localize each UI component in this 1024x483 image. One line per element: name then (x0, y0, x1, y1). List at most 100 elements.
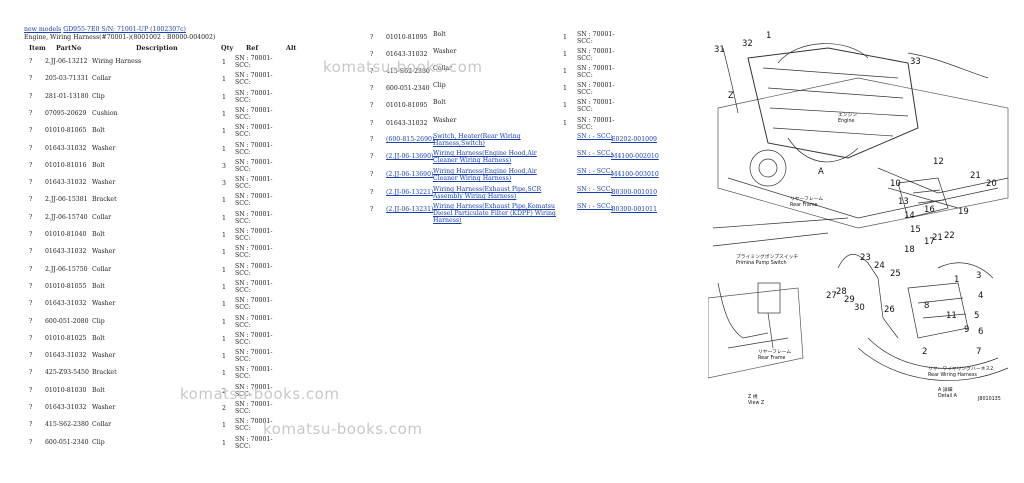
partno-cell[interactable]: (600-815-2690) (386, 136, 435, 143)
diagram-callout: 5 (974, 311, 979, 321)
qty-cell: 1 (222, 422, 226, 430)
alt-cell[interactable]: E0202-001009 (611, 136, 657, 143)
diagram-callout: 20 (986, 179, 997, 189)
ref-cell: SN : 70001-SCC: (235, 435, 273, 450)
partno-cell: 600-051-2340 (45, 438, 89, 446)
ref-cell[interactable]: SN : - SCC: (577, 186, 613, 193)
ref-cell: SN : 70001-SCC: (235, 193, 273, 208)
description-cell[interactable]: Wiring Harness(Engine Hood,Air Cleaner W… (433, 168, 537, 182)
diagram-callout: A (818, 167, 824, 177)
item-cell: ? (29, 265, 33, 273)
ref-cell: SN : 70001-SCC: (235, 418, 273, 433)
alt-cell[interactable]: B0300-001011 (611, 206, 658, 213)
table-row[interactable]: ?(2.JJ-06-13221)Wiring Harness(Exhaust P… (0, 186, 700, 203)
alt-cell[interactable]: M4100-002010 (611, 153, 659, 160)
partno-cell[interactable]: (2.JJ-06-13221) (386, 189, 434, 196)
breadcrumb: new models GD955-7E0 S/N: 71001-UP (1002… (24, 26, 186, 33)
breadcrumb-link-new-models[interactable]: new models (24, 26, 62, 33)
ref-cell: SN : 70001-SCC: (235, 262, 273, 277)
diagram-label: プライミングポンプスイッチ (736, 253, 798, 260)
item-cell: ? (29, 231, 33, 238)
ref-cell: SN : 70001-SCC: (235, 401, 273, 415)
diagram-callout: 1 (766, 31, 771, 41)
table-row[interactable]: ? (600-815-2690)Switch, Heater(Rear Wirin… (0, 133, 700, 150)
item-cell: ? (29, 300, 33, 308)
description-cell[interactable]: Wiring Harness(Exhaust Pipe,SCR Assembly… (433, 186, 542, 200)
table-row[interactable]: ? (2.JJ-06-13690)Wiring Harness(Engine Ho… (0, 168, 700, 185)
item-cell: ? (370, 34, 374, 41)
diagram-label: Detail A (938, 393, 958, 399)
ref-cell: SN : 70001-SCC: (235, 176, 273, 191)
diagram-label: リヤーフレーム (758, 349, 791, 355)
alt-cell[interactable]: M4100-003010 (611, 171, 659, 178)
partno-cell: 205-03-71331 (45, 75, 89, 83)
diagram-callout: 21 (970, 171, 981, 181)
diagram-callout: 33 (910, 57, 921, 67)
item-cell: ? (29, 58, 33, 65)
item-cell: ? (370, 171, 374, 178)
qty-cell: 1 (222, 232, 226, 239)
diagram-callout: Z (728, 91, 734, 101)
diagram-callout: 15 (910, 225, 921, 235)
item-cell: ? (29, 334, 33, 342)
item-cell: ? (29, 75, 33, 83)
description-cell: Collar (433, 65, 453, 72)
item-cell: ? (29, 213, 33, 221)
ref-cell: SN : 70001-SCC: (235, 331, 273, 346)
ref-cell: SN : 70001-SCC: (235, 141, 273, 156)
table-row[interactable]: ? (2.JJ-06-13690)Wiring Harness(Engine Ho… (0, 150, 700, 167)
ref-cell[interactable]: SN : - SCC: (577, 150, 613, 157)
diagram-callout: 13 (898, 197, 909, 207)
alt-cell[interactable]: B0300-001010 (611, 189, 658, 196)
item-cell: ? (29, 421, 33, 429)
breadcrumb-link-model[interactable]: GD955-7E0 S/N: 71001-UP (1002307c) (63, 26, 186, 33)
partno-cell: 01010-81030 (45, 386, 87, 394)
description-cell: Collar (92, 265, 112, 273)
item-cell: ? (29, 404, 33, 411)
qty-cell: 1 (222, 439, 226, 447)
qty-cell: 1 (222, 353, 226, 361)
ref-cell: SN : 70001-SCC: (235, 89, 273, 104)
table-row[interactable]: ? (2.JJ-06-13231)Wiring Harness(Exhaust P… (0, 203, 700, 224)
diagram-callout: 31 (714, 45, 725, 55)
description-cell[interactable]: Wiring Harness(Exhaust Pipe,Komatsu Dies… (433, 203, 556, 224)
watermark: komatsu-books.com (263, 420, 423, 438)
partno-cell[interactable]: (2.JJ-06-13690) (386, 153, 434, 160)
ref-cell: SN : 70001-SCC: (235, 106, 273, 121)
qty-cell: 1 (222, 214, 226, 222)
item-cell: ? (370, 136, 374, 143)
description-cell: Washer (92, 248, 116, 256)
description-cell[interactable]: Wiring Harness(Engine Hood,Air Cleaner W… (433, 150, 537, 164)
item-cell: ? (29, 179, 33, 187)
ref-cell: SN : 70001-SCC: (577, 31, 615, 45)
qty-cell: 1 (222, 370, 226, 378)
description-cell: Washer (433, 48, 457, 55)
ref-cell[interactable]: SN : - SCC: (577, 203, 613, 210)
ref-cell[interactable]: SN : - SCC: (577, 133, 613, 140)
partno-cell[interactable]: (2.JJ-06-13231) (386, 206, 434, 213)
partno-cell[interactable]: (2.JJ-06-13690) (386, 171, 434, 178)
diagram-callout: 29 (844, 295, 855, 305)
item-cell: ? (29, 386, 33, 394)
description-cell: Washer (92, 144, 116, 152)
description-cell[interactable]: Switch, Heater(Rear Wiring Harness,Switc… (433, 133, 521, 147)
item-cell: ? (29, 161, 33, 169)
partno-cell: 01643-31032 (45, 404, 87, 411)
diagram-callout: 16 (924, 205, 935, 215)
item-cell: ? (370, 102, 374, 109)
item-cell: ? (29, 317, 33, 325)
ref-cell[interactable]: SN : - SCC: (577, 168, 613, 175)
diagram-label: J8010135 (977, 396, 1001, 402)
partno-cell: 01010-81095 (386, 34, 428, 41)
diagram-callout: 14 (904, 211, 915, 221)
description-cell: Bracket (92, 369, 117, 377)
description-cell: Clip (92, 317, 105, 325)
